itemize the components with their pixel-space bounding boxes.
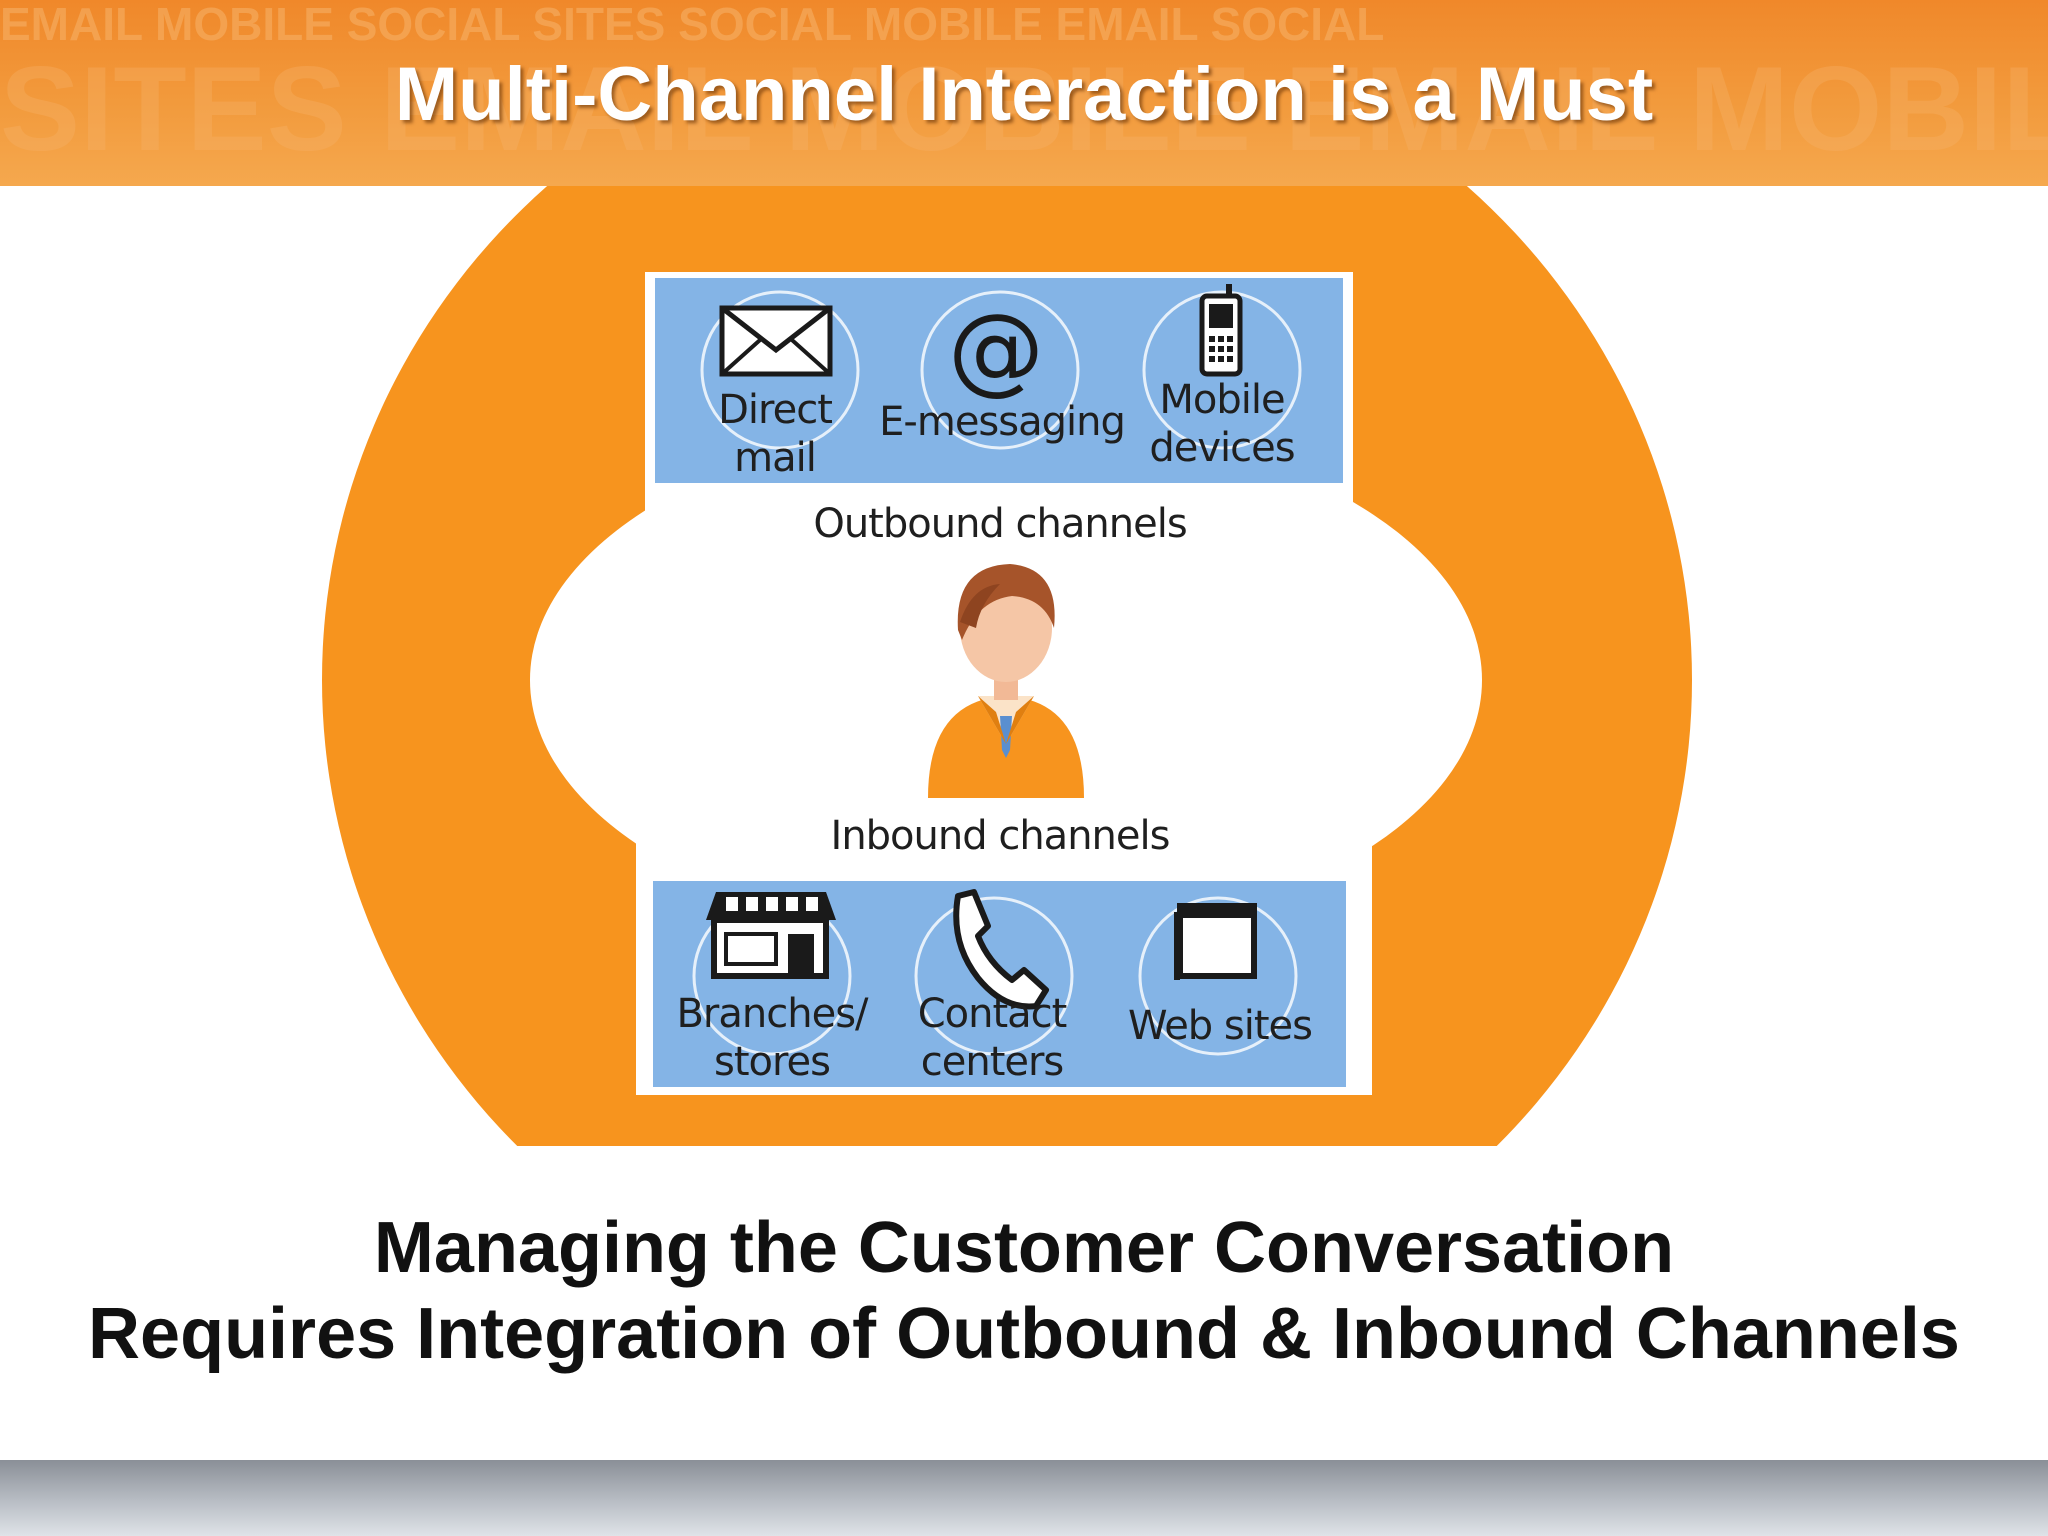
storefront-icon — [706, 892, 836, 979]
mobile-phone-icon — [1199, 284, 1243, 377]
slide-caption: Managing the Customer Conversation Requi… — [0, 1205, 2048, 1377]
label-line: E-messaging — [879, 399, 1126, 445]
browser-window-icon — [1174, 903, 1257, 980]
label-line: Contact — [917, 991, 1068, 1037]
watermark-line-2: SITES EMAIL MOBILE EMAIL MOBILE SOCIAL S… — [0, 42, 2048, 176]
slide-title: Multi-Channel Interaction is a Must — [394, 52, 1654, 137]
at-sign-icon: @ — [948, 293, 1044, 405]
label-line: Web sites — [1127, 1003, 1313, 1049]
inbound-channels-title: Inbound channels — [830, 813, 1171, 859]
label-line: mail — [734, 435, 817, 481]
label-contact-centers: Contact centers — [892, 990, 1092, 1086]
header-watermark: EMAIL MOBILE SOCIAL SITES SOCIAL MOBILE … — [0, 0, 2048, 176]
label-line: Branches/ — [676, 991, 868, 1037]
label-line: stores — [713, 1039, 831, 1085]
channel-diagram: @ — [0, 186, 2048, 1146]
label-branches-stores: Branches/ stores — [662, 990, 882, 1086]
watermark-line-1: EMAIL MOBILE SOCIAL SITES SOCIAL MOBILE … — [0, 0, 1384, 50]
header-banner: EMAIL MOBILE SOCIAL SITES SOCIAL MOBILE … — [0, 0, 2048, 186]
label-line: devices — [1149, 425, 1295, 471]
footer-bar — [0, 1460, 2048, 1536]
label-direct-mail: Direct mail — [690, 386, 860, 482]
label-mobile-devices: Mobile devices — [1132, 376, 1312, 472]
customer-person-icon — [928, 564, 1084, 798]
caption-line-2: Requires Integration of Outbound & Inbou… — [88, 1294, 1960, 1374]
outbound-channels-title: Outbound channels — [813, 501, 1187, 547]
label-line: Direct — [718, 387, 833, 433]
label-e-messaging: E-messaging — [862, 398, 1142, 446]
label-line: Mobile — [1159, 377, 1285, 423]
envelope-icon — [719, 305, 833, 377]
telephone-icon — [953, 889, 1049, 1010]
label-web-sites: Web sites — [1110, 1002, 1330, 1050]
diagram-graphics: @ — [322, 186, 1692, 1146]
label-line: centers — [920, 1039, 1065, 1085]
caption-line-1: Managing the Customer Conversation — [373, 1208, 1675, 1288]
